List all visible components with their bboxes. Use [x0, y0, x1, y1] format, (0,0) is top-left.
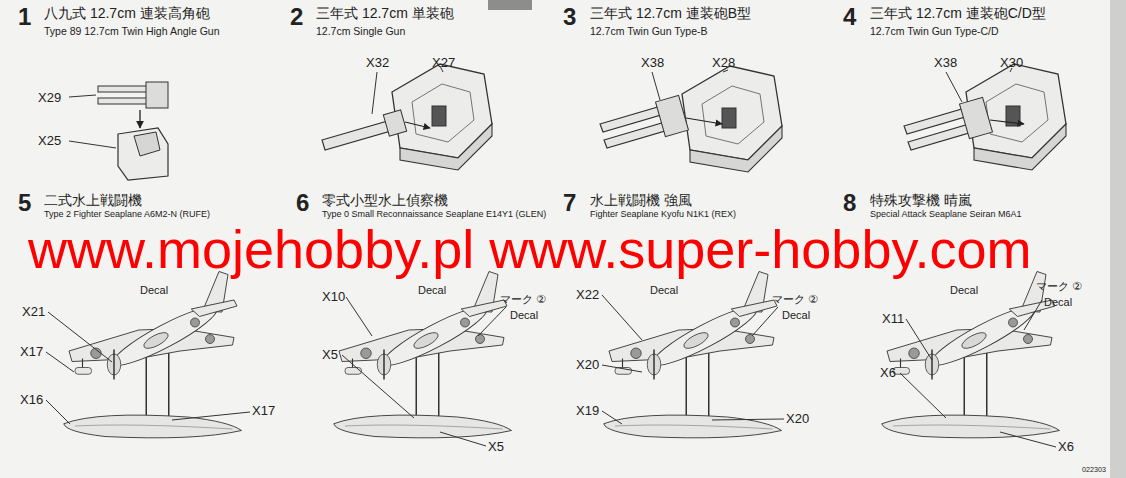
part-number: X16	[20, 393, 43, 407]
part-number: X32	[366, 56, 389, 70]
step-title: 三年式 12.7cm 単装砲	[316, 6, 454, 21]
decal-note: Decal	[510, 309, 538, 321]
step-title: 特殊攻撃機 晴嵐	[870, 193, 972, 208]
decal-note: マーク ②	[1036, 280, 1082, 292]
part-number: X10	[322, 290, 345, 304]
part-number: X20	[786, 412, 809, 426]
step-subtitle: 12.7cm Twin Gun Type-C/D	[870, 26, 999, 38]
step-title: 三年式 12.7cm 連装砲C/D型	[870, 6, 1046, 21]
part-number: X11	[882, 312, 904, 326]
decal-note: マーク ②	[500, 293, 546, 305]
part-number: X6	[1058, 440, 1074, 454]
decal-note: Decal	[418, 284, 446, 296]
step-subtitle: Type 2 Fighter Seaplane A6M2-N (RUFE)	[44, 210, 210, 220]
decal-note: Decal	[1044, 296, 1072, 308]
part-number: X5	[322, 348, 338, 362]
part-number: X29	[38, 91, 61, 105]
part-number: X30	[1000, 56, 1023, 70]
decal-note: マーク ②	[772, 293, 818, 305]
part-number: X38	[934, 56, 957, 70]
part-number: X20	[576, 358, 599, 372]
step-subtitle: Type 0 Small Reconnaissance Seaplane E14…	[322, 210, 546, 220]
part-number: X17	[20, 345, 43, 359]
part-number: X22	[576, 288, 599, 302]
part-number: X25	[38, 134, 61, 148]
callout-number: 4	[843, 4, 856, 30]
part-number: X28	[712, 56, 735, 70]
step-subtitle: Fighter Seaplane Kyofu N1K1 (REX)	[590, 210, 736, 220]
step-subtitle: 12.7cm Single Gun	[316, 26, 405, 38]
callout-number: 1	[18, 4, 31, 30]
part-number: X38	[641, 56, 664, 70]
step-title: 三年式 12.7cm 連装砲B型	[590, 6, 751, 21]
part-number: X17	[252, 404, 275, 418]
step-title: 二式水上戦闘機	[44, 193, 142, 208]
step-title: 零式小型水上偵察機	[322, 193, 448, 208]
callout-number: 3	[563, 4, 576, 30]
callout-number: 8	[843, 190, 856, 216]
callout-number: 5	[18, 190, 31, 216]
step-subtitle: 12.7cm Twin Gun Type-B	[590, 26, 708, 38]
part-number: X19	[576, 404, 599, 418]
decal-note: Decal	[650, 284, 678, 296]
part-number: X6	[880, 366, 896, 380]
part-number: X21	[22, 305, 45, 319]
step-title: 八九式 12.7cm 連装高角砲	[44, 6, 210, 21]
decal-note: Decal	[950, 284, 978, 296]
part-number: X5	[488, 440, 504, 454]
decal-note: Decal	[782, 309, 810, 321]
decal-note: Decal	[140, 284, 168, 296]
step-subtitle: Special Attack Seaplane Seiran M6A1	[870, 210, 1022, 220]
watermark: www.mojehobby.pl www.super-hobby.com	[28, 222, 1031, 276]
step-title: 水上戦闘機 強風	[590, 193, 692, 208]
part-number: X27	[432, 56, 455, 70]
sheet-code: 022303	[1082, 466, 1106, 474]
callout-number: 7	[563, 190, 576, 216]
step-subtitle: Type 89 12.7cm Twin High Angle Gun	[44, 26, 220, 38]
callout-number: 6	[296, 190, 309, 216]
callout-number: 2	[290, 4, 303, 30]
